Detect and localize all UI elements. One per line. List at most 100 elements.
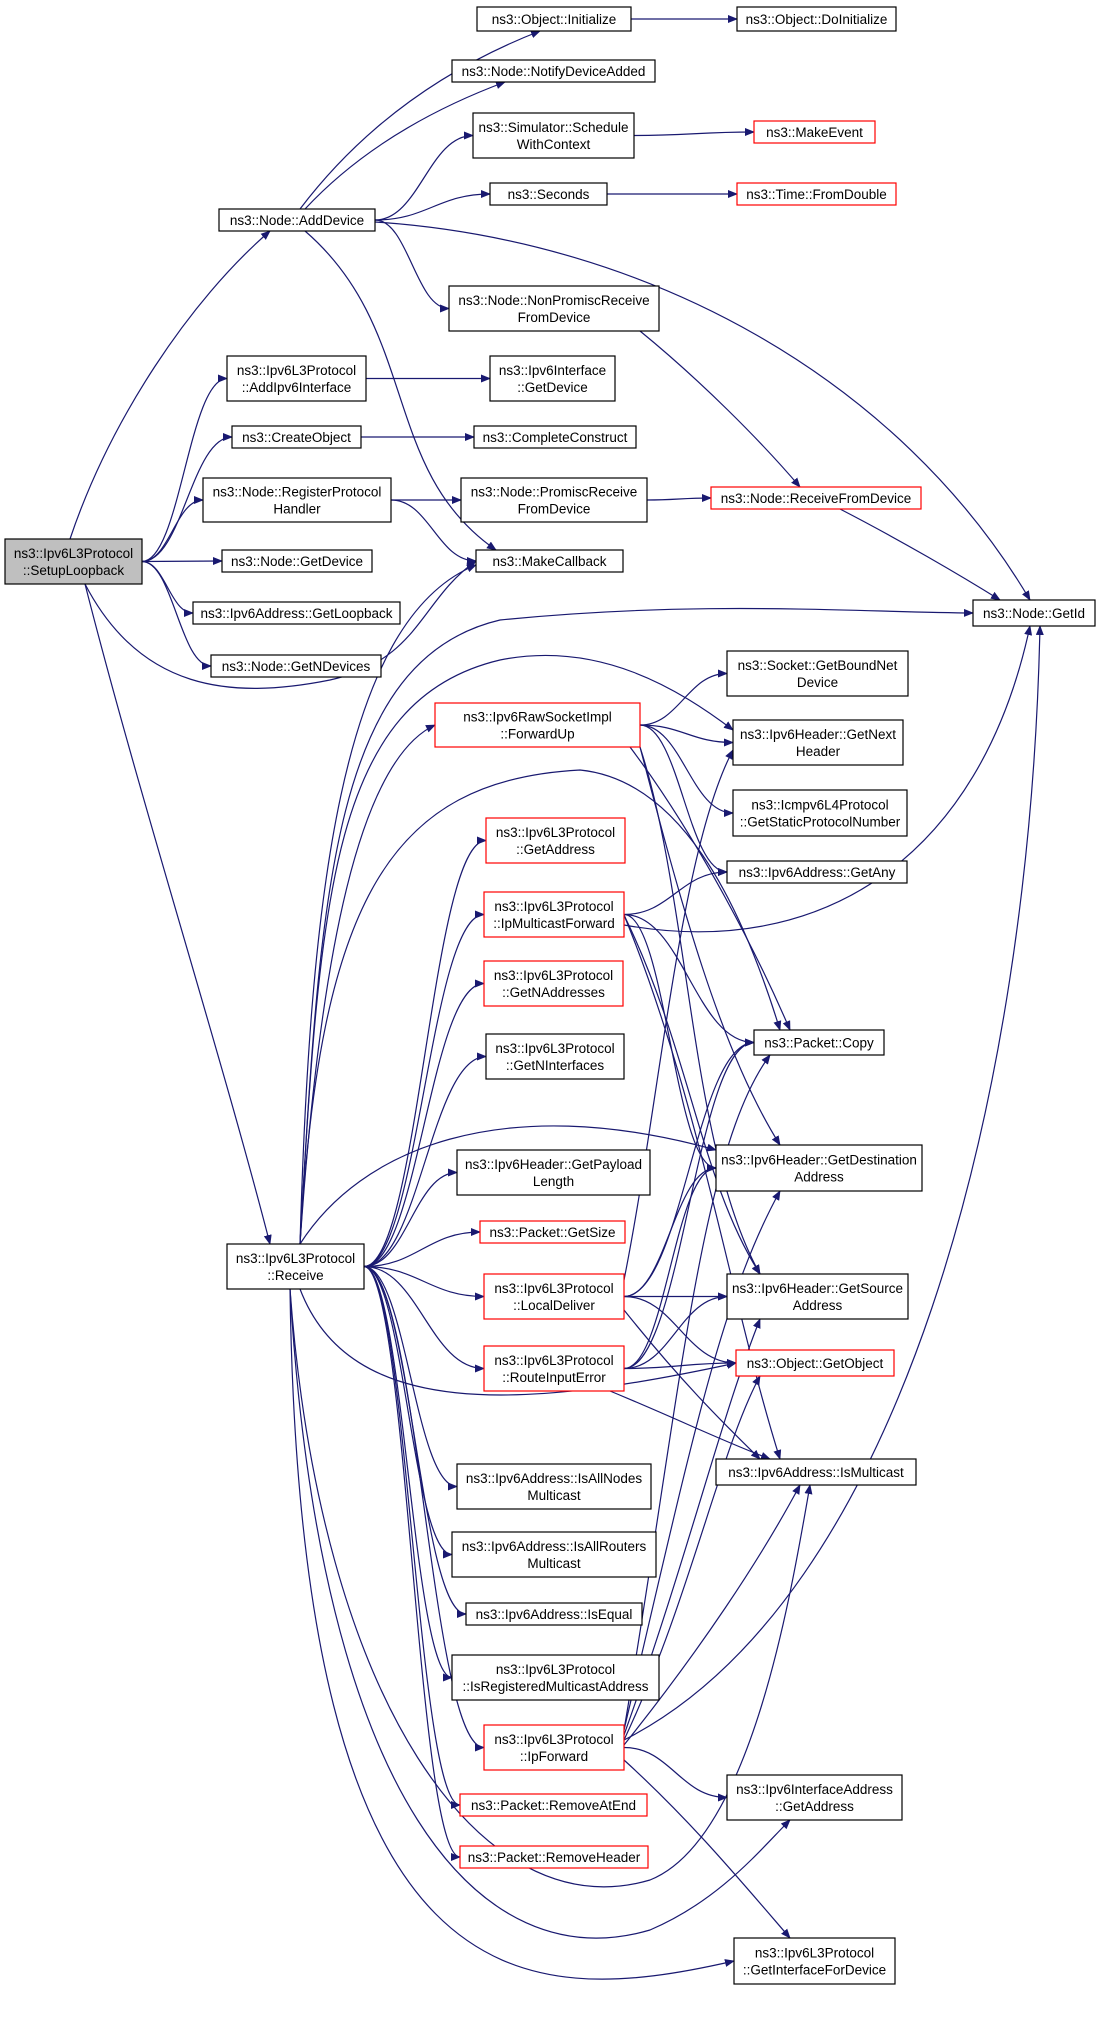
node-seconds[interactable]: ns3::Seconds	[489, 182, 608, 206]
node-addDevice[interactable]: ns3::Node::AddDevice	[218, 208, 376, 232]
node-label-line: ns3::Node::RegisterProtocol	[213, 485, 382, 500]
node-getStaticProtocolNumber[interactable]: ns3::Icmpv6L4Protocol::GetStaticProtocol…	[732, 789, 908, 837]
node-nodeGetId[interactable]: ns3::Node::GetId	[972, 599, 1096, 627]
node-ifaceGetDevice[interactable]: ns3::Ipv6Interface::GetDevice	[489, 355, 616, 402]
node-getInterfaceForDevice[interactable]: ns3::Ipv6L3Protocol::GetInterfaceForDevi…	[733, 1937, 896, 1985]
node-packetGetSize[interactable]: ns3::Packet::GetSize	[479, 1220, 626, 1244]
node-box	[483, 1273, 625, 1320]
node-root[interactable]: ns3::Ipv6L3Protocol::SetupLoopback	[4, 538, 143, 585]
node-box	[732, 719, 904, 766]
node-removeHeader[interactable]: ns3::Packet::RemoveHeader	[459, 1845, 649, 1869]
edge-addDevice-to-nodeGetId	[374, 221, 1031, 601]
node-getNDevices[interactable]: ns3::Node::GetNDevices	[210, 654, 382, 678]
node-ifaceAddrGetAddress[interactable]: ns3::Ipv6InterfaceAddress::GetAddress	[726, 1774, 903, 1821]
node-box	[451, 1654, 660, 1701]
node-label-line: ::IsRegisteredMulticastAddress	[462, 1679, 648, 1694]
node-getNInterfaces[interactable]: ns3::Ipv6L3Protocol::GetNInterfaces	[485, 1033, 625, 1080]
node-label-line: ns3::Node::GetId	[983, 606, 1085, 621]
node-completeConstruct[interactable]: ns3::CompleteConstruct	[473, 425, 637, 449]
node-isRegisteredMulticast[interactable]: ns3::Ipv6L3Protocol::IsRegisteredMultica…	[451, 1654, 660, 1701]
node-box	[733, 1937, 896, 1985]
node-label-line: FromDevice	[518, 310, 591, 325]
edge-addDevice-to-nonPromiscReceive	[374, 219, 450, 313]
node-ipForward[interactable]: ns3::Ipv6L3Protocol::IpForward	[483, 1724, 625, 1771]
node-routeInputError[interactable]: ns3::Ipv6L3Protocol::RouteInputError	[483, 1345, 625, 1392]
node-fromDouble[interactable]: ns3::Time::FromDouble	[736, 182, 897, 206]
node-isMulticast[interactable]: ns3::Ipv6Address::IsMulticast	[715, 1458, 917, 1486]
node-label-line: ns3::Ipv6L3Protocol	[494, 1353, 613, 1368]
node-createObject[interactable]: ns3::CreateObject	[231, 425, 362, 449]
node-ipMulticastForward[interactable]: ns3::Ipv6L3Protocol::IpMulticastForward	[483, 891, 625, 938]
edge-receive-to-ipForward	[363, 1265, 485, 1752]
node-nodeGetDevice[interactable]: ns3::Node::GetDevice	[221, 549, 373, 573]
edge-receive-to-ifaceAddrGetAddress	[289, 1288, 791, 1939]
node-label-line: ns3::Time::FromDouble	[746, 187, 887, 202]
node-label-line: Address	[794, 1170, 844, 1185]
edge-addDevice-to-objectInitialize	[299, 30, 541, 210]
node-getNAddresses[interactable]: ns3::Ipv6L3Protocol::GetNAddresses	[483, 960, 624, 1007]
node-box	[485, 817, 626, 864]
edge-localDeliver-to-isMulticast	[623, 1309, 761, 1460]
node-receiveFromDevice[interactable]: ns3::Node::ReceiveFromDevice	[710, 486, 922, 510]
node-doInitialize[interactable]: ns3::Object::DoInitialize	[736, 6, 897, 32]
node-box	[489, 355, 616, 402]
node-getLoopback[interactable]: ns3::Ipv6Address::GetLoopback	[192, 601, 401, 625]
edge-addDevice-to-seconds	[374, 190, 491, 221]
node-label-line: ns3::Object::GetObject	[747, 1356, 884, 1371]
node-addIpv6Interface[interactable]: ns3::Ipv6L3Protocol::AddIpv6Interface	[226, 355, 367, 402]
node-box	[473, 425, 637, 449]
edge-nonPromiscReceive-to-receiveFromDevice	[639, 330, 801, 488]
node-label-line: ns3::Ipv6L3Protocol	[494, 1732, 613, 1747]
node-getAny[interactable]: ns3::Ipv6Address::GetAny	[726, 860, 908, 884]
node-packetCopy[interactable]: ns3::Packet::Copy	[753, 1029, 885, 1056]
node-isEqual[interactable]: ns3::Ipv6Address::IsEqual	[465, 1602, 643, 1626]
edge-localDeliver-to-getNextHeader	[623, 749, 734, 1281]
edge-forwardUp-to-getBoundNetDevice	[639, 669, 728, 726]
node-label-line: ns3::Ipv6Header::GetNext	[740, 727, 896, 742]
node-box	[726, 1273, 909, 1320]
node-label-line: Multicast	[527, 1488, 581, 1503]
node-forwardUp[interactable]: ns3::Ipv6RawSocketImpl::ForwardUp	[434, 702, 641, 748]
node-objectInitialize[interactable]: ns3::Object::Initialize	[476, 6, 632, 32]
edge-addDevice-to-scheduleWithContext	[374, 131, 474, 221]
edge-receive-to-isMulticast	[289, 1288, 813, 1888]
node-box	[456, 1463, 652, 1510]
node-removeAtEnd[interactable]: ns3::Packet::RemoveAtEnd	[459, 1793, 648, 1817]
node-label-line: ns3::Simulator::Schedule	[478, 120, 628, 135]
node-label-line: ::GetNInterfaces	[506, 1058, 605, 1073]
node-receive[interactable]: ns3::Ipv6L3Protocol::Receive	[226, 1243, 365, 1290]
node-makeCallback[interactable]: ns3::MakeCallback	[475, 549, 624, 573]
edge-forwardUp-to-getNextHeader	[639, 724, 734, 747]
edge-localDeliver-to-getDestinationAddress	[623, 1164, 717, 1298]
node-label-line: ::GetStaticProtocolNumber	[740, 815, 901, 830]
edge-ipMulticastForward-to-getDestinationAddress	[623, 913, 717, 1172]
edge-receive-to-getPayloadLength	[363, 1168, 458, 1268]
node-box	[715, 1458, 917, 1486]
node-getObject[interactable]: ns3::Object::GetObject	[735, 1349, 895, 1377]
node-label-line: ns3::Ipv6RawSocketImpl	[463, 710, 612, 725]
node-box	[465, 1602, 643, 1626]
node-localDeliver[interactable]: ns3::Ipv6L3Protocol::LocalDeliver	[483, 1273, 625, 1320]
edge-routeInputError-to-getObject	[623, 1359, 737, 1370]
node-label-line: ::AddIpv6Interface	[242, 380, 352, 395]
node-makeEvent[interactable]: ns3::MakeEvent	[753, 120, 876, 144]
node-box	[434, 702, 641, 748]
node-label-line: ::GetAddress	[516, 842, 595, 857]
node-notifyDeviceAdded[interactable]: ns3::Node::NotifyDeviceAdded	[451, 59, 656, 83]
node-l3GetAddress[interactable]: ns3::Ipv6L3Protocol::GetAddress	[485, 817, 626, 864]
edge-root-to-getNDevices	[141, 560, 212, 670]
node-box	[451, 59, 656, 83]
node-label-line: Header	[796, 744, 841, 759]
edge-receive-to-isAllNodesMulticast	[363, 1265, 458, 1491]
